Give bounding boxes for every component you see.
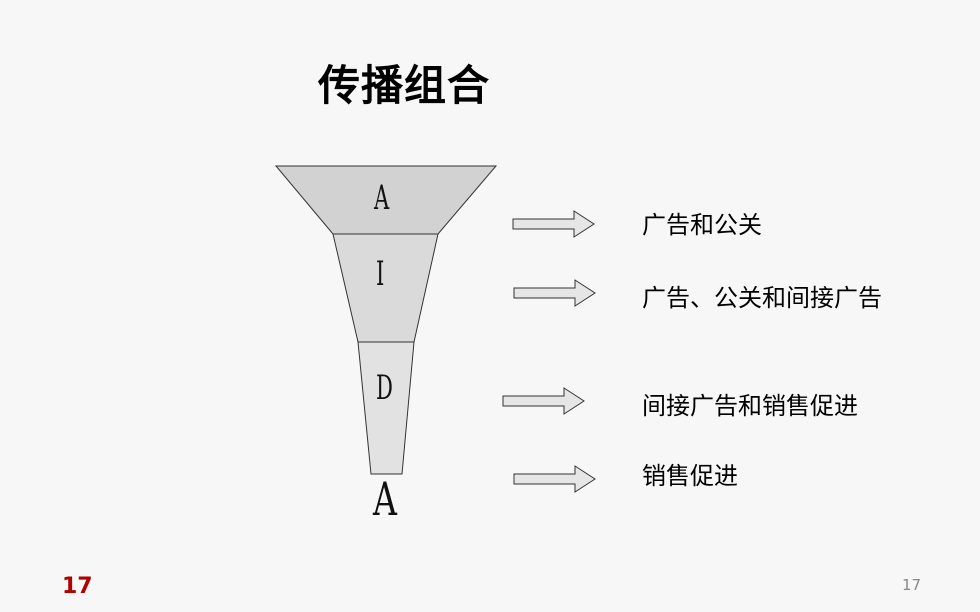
label-advertising-pr-indirect: 广告、公关和间接广告 [642,284,882,312]
label-advertising-pr: 广告和公关 [642,211,762,239]
arrow-1 [512,210,595,238]
stage-letter-attention: A [374,178,390,218]
funnel-segment-interest [332,233,439,343]
stage-letter-desire: D [376,368,393,408]
arrow-2 [513,279,596,307]
slide-number-left: 17 [62,574,93,599]
funnel-segment-desire [357,341,415,475]
slide-title: 传播组合 [318,61,491,110]
stage-letter-action: A [373,472,397,526]
label-indirect-sales-promotion: 间接广告和销售促进 [642,392,858,420]
label-sales-promotion: 销售促进 [642,462,738,490]
stage-letter-interest: I [376,254,385,294]
slide-number-right: 17 [902,576,922,594]
arrow-3 [502,387,585,415]
arrow-4 [513,465,596,493]
